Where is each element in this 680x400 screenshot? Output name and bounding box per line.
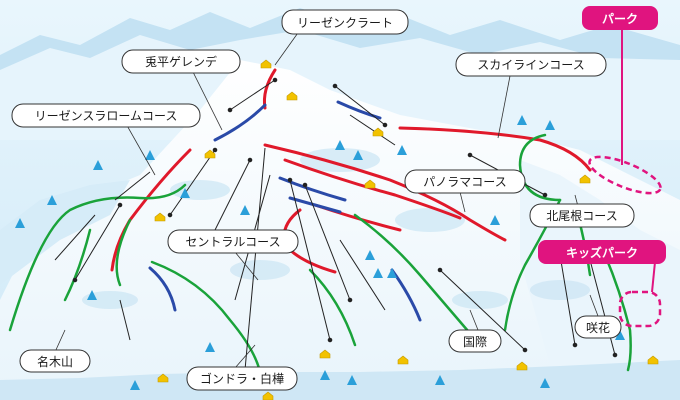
left-ridge bbox=[0, 180, 130, 285]
label-central: セントラルコース bbox=[185, 235, 280, 249]
park-leaders bbox=[621, 28, 656, 293]
label-skyline: スカイラインコース bbox=[477, 58, 584, 72]
label-sakka: 咲花 bbox=[586, 320, 610, 335]
main-slope bbox=[0, 60, 680, 400]
label-gondola: ゴンドラ・白樺 bbox=[200, 371, 284, 386]
pink-label-boxes bbox=[538, 6, 666, 264]
label-kids-park: キッズパーク bbox=[566, 245, 638, 260]
label-riezen-slalom: リーゼンスラロームコース bbox=[35, 109, 178, 123]
park-zones bbox=[588, 155, 662, 328]
label-boxes bbox=[11, 9, 635, 391]
label-kokusai: 国際 bbox=[463, 335, 487, 349]
label-park: パーク bbox=[602, 12, 638, 26]
label-kitaone: 北尾根コース bbox=[546, 209, 617, 223]
label-panorama: パノラマコース bbox=[423, 175, 506, 189]
label-riezen-klart: リーゼンクラート bbox=[297, 16, 393, 30]
blue-courses bbox=[148, 100, 422, 322]
lodge-icons bbox=[154, 59, 659, 400]
kids-park-zone-outline bbox=[618, 290, 662, 328]
label-nakiyama: 名木山 bbox=[37, 354, 73, 369]
label-usagi-daira: 兎平ゲレンデ bbox=[145, 54, 217, 69]
tree-icons bbox=[15, 115, 625, 390]
bottom-valley bbox=[0, 360, 680, 400]
park-zone-outline bbox=[588, 155, 662, 195]
green-courses bbox=[8, 133, 632, 374]
